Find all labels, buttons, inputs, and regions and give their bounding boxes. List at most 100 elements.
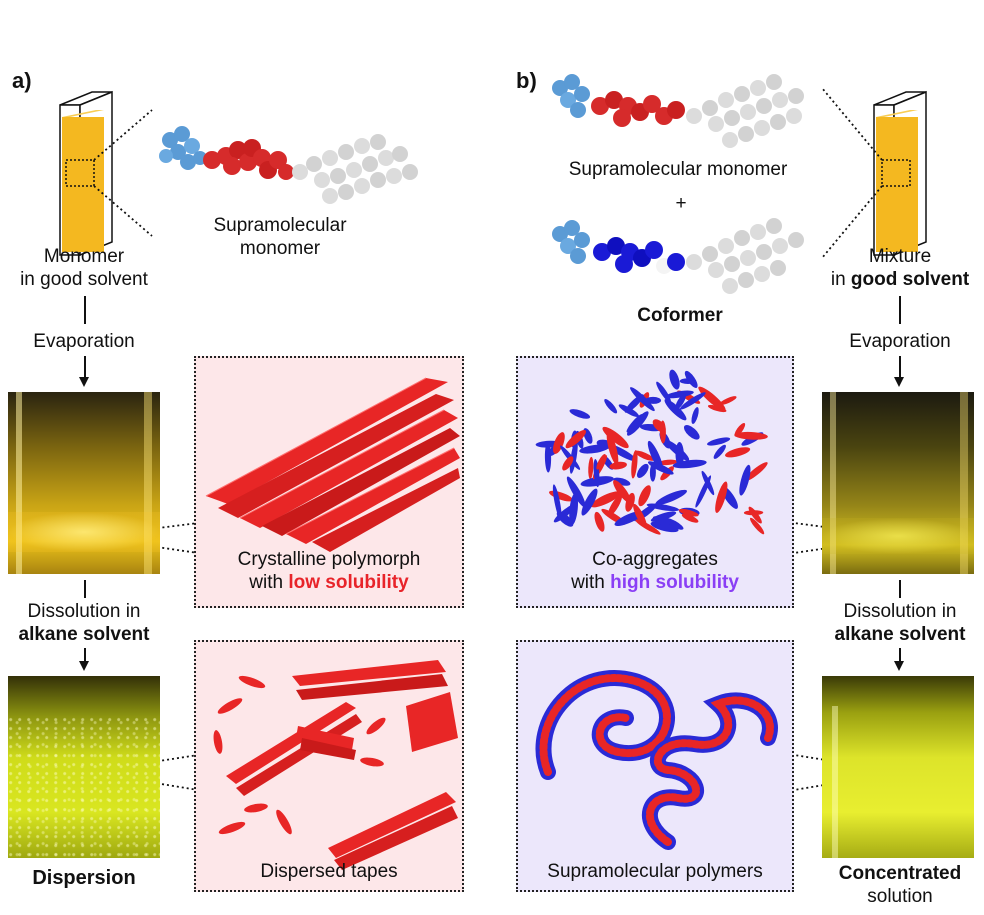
- flow-arrow-a1: [79, 377, 89, 387]
- flow-line-b3: [899, 580, 901, 598]
- box1-a-text: Crystalline polymorph with low solubilit…: [196, 548, 462, 594]
- aggregate-ellipse: [650, 521, 679, 533]
- aggregate-ellipse: [683, 424, 700, 440]
- flow-arrow-a2: [79, 661, 89, 671]
- flow-line-a2: [84, 356, 86, 378]
- step2-a-line1: Dissolution in: [27, 601, 141, 622]
- box1-b-prefix: with: [571, 572, 611, 593]
- aggregate-ellipse: [725, 447, 751, 458]
- aggregate-ellipse: [646, 503, 680, 512]
- vial-photo-solution-b: [822, 676, 974, 858]
- aggregate-ellipse: [645, 396, 662, 404]
- aggregate-ellipse: [750, 517, 765, 535]
- aggregate-ellipse: [678, 508, 699, 517]
- aggregate-ellipse: [569, 439, 578, 474]
- aggregate-ellipse: [744, 462, 768, 482]
- aggregate-ellipse: [549, 490, 573, 502]
- box1-b-text: Co-aggregates with high solubility: [518, 548, 792, 594]
- coformer-label: Coformer: [637, 305, 723, 326]
- aggregate-ellipse: [596, 454, 606, 470]
- aggregate-ellipse: [613, 477, 631, 486]
- aggregate-ellipse: [609, 461, 627, 470]
- flow-line-a1: [84, 296, 86, 324]
- crystalline-polymorph-box: Crystalline polymorph with low solubilit…: [194, 356, 464, 608]
- aggregate-ellipse: [552, 484, 562, 520]
- aggregate-ellipse: [590, 491, 622, 508]
- aggregate-ellipse: [719, 396, 737, 406]
- aggregate-ellipse: [636, 463, 649, 478]
- box1-a-prefix: with: [249, 572, 289, 593]
- result-b-line1: Concentrated: [838, 863, 962, 884]
- dispersed-tapes-box: Dispersed tapes: [194, 640, 464, 892]
- flow-line-a3: [84, 580, 86, 598]
- panel-a-letter: a): [12, 68, 32, 93]
- aggregate-ellipse: [566, 476, 586, 508]
- monomer-label-a: Supramolecular monomer: [213, 215, 347, 259]
- flow-line-b4: [899, 648, 901, 662]
- box1-a-line2: with low solubility: [196, 571, 462, 594]
- aggregate-ellipse: [665, 390, 694, 399]
- aggregate-ellipse: [652, 419, 666, 433]
- aggregate-ellipse: [638, 485, 651, 507]
- result-b: Concentrated solution: [816, 862, 984, 908]
- good-solvent-bold: good solvent: [850, 269, 970, 290]
- flow-arrow-b2: [894, 661, 904, 671]
- aggregate-ellipse: [569, 493, 579, 526]
- result-a: Dispersion: [32, 867, 136, 889]
- aggregate-ellipse: [664, 517, 684, 530]
- aggregate-ellipse: [681, 513, 699, 523]
- box1-a-line1: Crystalline polymorph: [237, 549, 421, 570]
- panel-b-letter: b): [516, 68, 537, 93]
- cuvette-label-b: Mixture in good solvent: [816, 245, 984, 291]
- aggregate-ellipse: [734, 431, 768, 440]
- cuvette-label-b-prefix: in: [830, 269, 851, 290]
- aggregate-ellipse: [565, 429, 587, 449]
- aggregate-ellipse: [707, 437, 731, 446]
- aggregate-ellipse: [748, 506, 762, 524]
- flow-line-b1: [899, 296, 901, 324]
- monomer-b: [552, 74, 804, 148]
- aggregate-ellipse: [647, 461, 674, 475]
- box2-a-label: Dispersed tapes: [260, 861, 398, 882]
- vial-photo-evaporated-a: [8, 392, 160, 574]
- aggregate-ellipse: [581, 488, 598, 516]
- aggregate-ellipse: [715, 481, 728, 513]
- plus-sign: +: [675, 193, 687, 214]
- box2-b-label: Supramolecular polymers: [547, 861, 763, 882]
- aggregate-ellipse: [627, 411, 649, 436]
- co-aggregates-box: Co-aggregates with high solubility: [516, 356, 794, 608]
- dispersed-tapes-illustration: [213, 660, 458, 870]
- aggregate-ellipse: [562, 456, 574, 471]
- coformer-b: [552, 218, 804, 294]
- aggregate-ellipse: [713, 444, 726, 459]
- cuvette-label-a: Monomer in good solvent: [0, 245, 168, 291]
- supramolecular-polymers-box: Supramolecular polymers: [516, 640, 794, 892]
- aggregate-ellipse: [739, 464, 751, 496]
- cuvette-label-a-line1: Monomer: [43, 246, 125, 267]
- high-solubility-highlight: high solubility: [610, 572, 739, 593]
- aggregate-ellipse: [633, 503, 647, 529]
- aggregate-ellipse: [655, 489, 688, 505]
- aggregate-ellipse: [588, 456, 594, 479]
- aggregate-ellipse: [691, 407, 699, 424]
- box1-b-line1: Co-aggregates: [592, 549, 718, 570]
- co-aggregates-illustration: [535, 369, 768, 535]
- cuvette-label-b-line1: Mixture: [868, 246, 932, 267]
- flow-line-b2: [899, 356, 901, 378]
- aggregate-ellipse: [544, 442, 552, 473]
- aggregate-ellipse: [602, 426, 629, 449]
- aggregate-ellipse: [675, 393, 686, 410]
- low-solubility-highlight: low solubility: [288, 572, 409, 593]
- aggregate-ellipse: [553, 432, 565, 454]
- aggregate-ellipse: [569, 409, 591, 419]
- aggregate-ellipse: [606, 431, 619, 465]
- vial-photo-dispersion-a: [8, 676, 160, 858]
- aggregate-ellipse: [695, 475, 712, 508]
- flow-line-a4: [84, 648, 86, 662]
- step2-a-line2: alkane solvent: [18, 624, 150, 645]
- cuvette-b: [873, 90, 927, 257]
- aggregate-ellipse: [631, 450, 638, 479]
